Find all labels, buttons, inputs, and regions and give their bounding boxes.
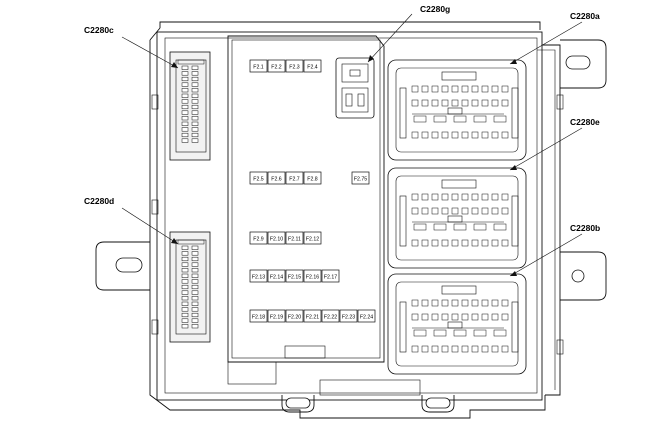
fuse-f2-12: F2.12 [303,231,322,245]
connector-c2280c-body [169,51,211,161]
connector-c2280e-body [387,167,527,269]
fuse-label: F2.18 [252,314,265,320]
fuse-f2-15: F2.15 [285,269,304,283]
fuse-label: F2.24 [360,314,373,320]
fuse-f2-4: F2.4 [303,59,322,73]
fuse-f2-22: F2.22 [321,309,340,323]
connector-c2280g-body [335,57,375,119]
fuse-label: F2.2 [271,64,281,70]
fuse-f2-1: F2.1 [249,59,268,73]
fuse-label: F2.7 [289,176,299,182]
fuse-label: F2.75 [354,176,367,182]
leader-lines [121,13,583,277]
fuse-label: F2.4 [307,64,317,70]
fuse-label: F2.10 [270,236,283,242]
fuse-f2-24: F2.24 [357,309,376,323]
label-c2280e: C2280e [570,117,600,127]
fuse-f2-23: F2.23 [339,309,358,323]
fuse-f2-16: F2.16 [303,269,322,283]
label-c2280a: C2280a [570,11,600,21]
connector-c2280a-body [387,59,527,161]
connector-c2280b-body [387,273,527,375]
fuse-f2-5: F2.5 [249,171,268,185]
mounting-ear-upper-right [560,39,607,89]
fuse-label: F2.12 [306,236,319,242]
fuse-label: F2.22 [324,314,337,320]
fuse-label: F2.14 [270,274,283,280]
fuse-f2-2: F2.2 [267,59,286,73]
label-c2280c: C2280c [84,25,114,35]
fuse-f2-18: F2.18 [249,309,268,323]
mounting-ear-lower-right [560,251,607,301]
fuse-label: F2.5 [253,176,263,182]
fuse-f2-21: F2.21 [303,309,322,323]
fuse-label: F2.20 [288,314,301,320]
fuse-f2-9: F2.9 [249,231,268,245]
fuse-label: F2.16 [306,274,319,280]
label-c2280g: C2280g [420,4,450,14]
fuse-f2-13: F2.13 [249,269,268,283]
fuse-label: F2.23 [342,314,355,320]
fuse-f2-19: F2.19 [267,309,286,323]
connector-c2280d-body [169,231,211,343]
fuse-f2-20: F2.20 [285,309,304,323]
fuse-label: F2.19 [270,314,283,320]
fuse-panel [227,35,385,363]
fuse-f2-75: F2.75 [351,171,370,185]
fuse-f2-7: F2.7 [285,171,304,185]
fuse-label: F2.1 [253,64,263,70]
fuse-label: F2.8 [307,176,317,182]
fuse-label: F2.9 [253,236,263,242]
fuse-f2-8: F2.8 [303,171,322,185]
fuse-grid: F2.1 F2.2 F2.3 F2.4F2.5 F2.6 F2.7 F2.8 F2.75F2.… [249,59,376,323]
label-c2280d: C2280d [84,196,114,206]
mounting-ear-left [95,241,150,291]
fuse-label: F2.13 [252,274,265,280]
fuse-label: F2.11 [288,236,301,242]
fuse-label: F2.17 [324,274,337,280]
fuse-f2-10: F2.10 [267,231,286,245]
fuse-label: F2.15 [288,274,301,280]
fuse-label: F2.3 [289,64,299,70]
fuse-label: F2.21 [306,314,319,320]
housing [149,21,564,419]
fuse-f2-6: F2.6 [267,171,286,185]
fuse-f2-3: F2.3 [285,59,304,73]
label-c2280b: C2280b [570,223,600,233]
fuse-f2-17: F2.17 [321,269,340,283]
fuse-f2-14: F2.14 [267,269,286,283]
fuse-label: F2.6 [271,176,281,182]
fuse-f2-11: F2.11 [285,231,304,245]
